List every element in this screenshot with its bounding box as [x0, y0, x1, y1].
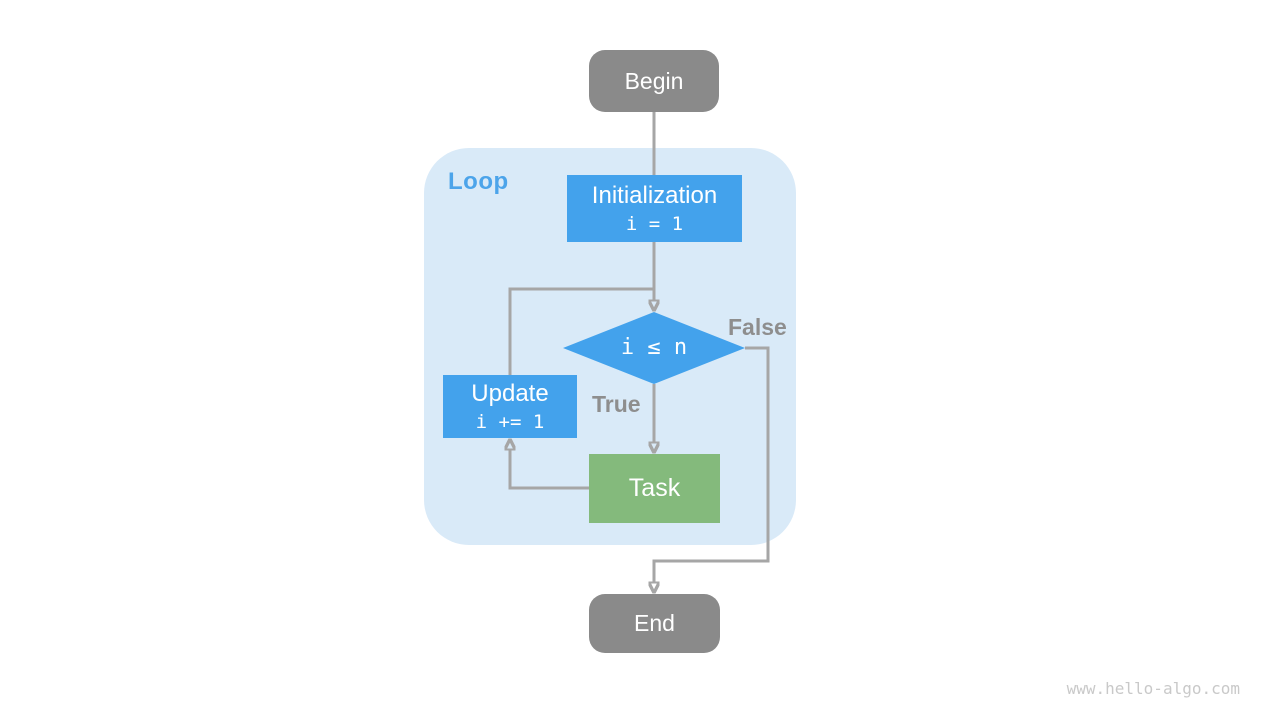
task-node-label: Task: [628, 473, 681, 502]
update-node-label: Update: [471, 379, 549, 407]
loop-container-label: Loop: [448, 168, 509, 195]
end-node-label: End: [634, 610, 675, 637]
watermark-text: www.hello-algo.com: [1066, 679, 1240, 698]
false-branch-label: False: [728, 314, 787, 340]
task-node: Task: [589, 454, 720, 523]
initialization-node-label: Initialization: [591, 181, 718, 209]
condition-node-label: i ≤ n: [620, 335, 688, 361]
initialization-node-code: i = 1: [625, 212, 684, 235]
initialization-node: Initialization i = 1: [567, 175, 742, 242]
end-node: End: [589, 594, 720, 653]
update-node-code: i += 1: [475, 410, 545, 433]
update-node: Update i += 1: [443, 375, 577, 438]
begin-node-label: Begin: [624, 67, 684, 94]
true-branch-label: True: [592, 391, 641, 417]
begin-node: Begin: [589, 50, 719, 112]
